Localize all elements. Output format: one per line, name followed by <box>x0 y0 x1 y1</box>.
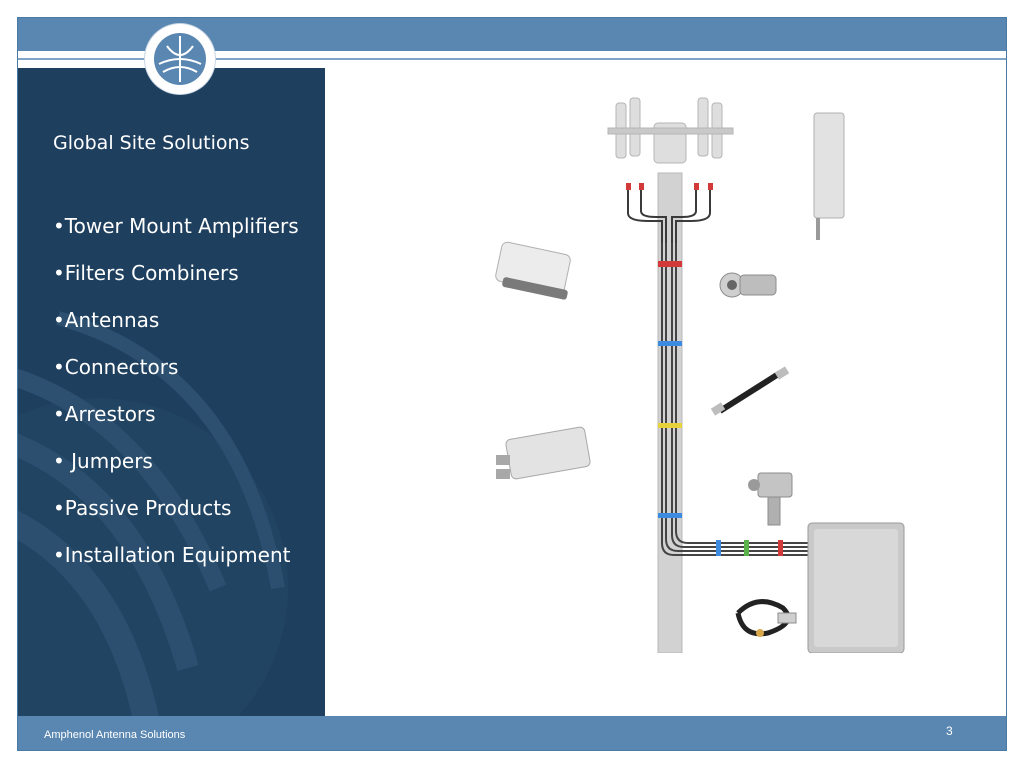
bullet-item-connectors: •Connectors <box>53 355 179 379</box>
bullet-item-installation-equipment: •Installation Equipment <box>53 543 291 567</box>
jumper-cable <box>710 366 790 416</box>
grounding-kit <box>735 599 797 637</box>
page-number: 3 <box>946 724 953 738</box>
cable-tag-blue <box>716 540 721 556</box>
panel-antenna <box>813 112 845 240</box>
bullet-item-antennas: •Antennas <box>53 308 160 332</box>
cell-site-diagram <box>495 97 905 653</box>
cabinet-door <box>814 529 898 647</box>
bullet-item-arrestors: •Arrestors <box>53 402 156 426</box>
feeder-cables <box>661 243 808 556</box>
filter-combiner <box>496 426 591 480</box>
top-divider-line <box>18 58 1006 60</box>
lightning-arrestor <box>748 472 793 526</box>
cable-tag-blue <box>658 513 682 518</box>
connector <box>719 272 777 298</box>
antenna-jumper-cables <box>627 188 711 243</box>
left-panel: Global Site Solutions •Tower Mount Ampli… <box>18 68 325 716</box>
logo-emblem-icon <box>154 33 206 85</box>
bullet-item-tower-mount-amplifiers: •Tower Mount Amplifiers <box>53 214 299 238</box>
panel-background-swirl <box>18 311 288 716</box>
company-logo <box>145 24 215 94</box>
panel-title: Global Site Solutions <box>53 132 250 154</box>
bullet-list: •Tower Mount Amplifiers •Filters Combine… <box>53 214 299 590</box>
cable-tag-red <box>778 540 783 556</box>
slide: Global Site Solutions •Tower Mount Ampli… <box>17 17 1007 751</box>
cable-tag-red <box>658 261 682 267</box>
cable-tag-yellow <box>658 423 682 428</box>
footer-company-name: Amphenol Antenna Solutions <box>44 729 186 741</box>
bullet-item-jumpers: • Jumpers <box>53 449 153 473</box>
bullet-item-passive-products: •Passive Products <box>53 496 232 520</box>
bullet-item-filters-combiners: •Filters Combiners <box>53 261 239 285</box>
cable-tag-blue <box>658 341 682 346</box>
tower-antenna-array <box>607 97 734 164</box>
jumper-connector-tags <box>626 183 713 190</box>
bottom-bar <box>18 716 1006 750</box>
tower-mount-amplifier <box>495 241 571 300</box>
cable-tag-green <box>744 540 749 556</box>
